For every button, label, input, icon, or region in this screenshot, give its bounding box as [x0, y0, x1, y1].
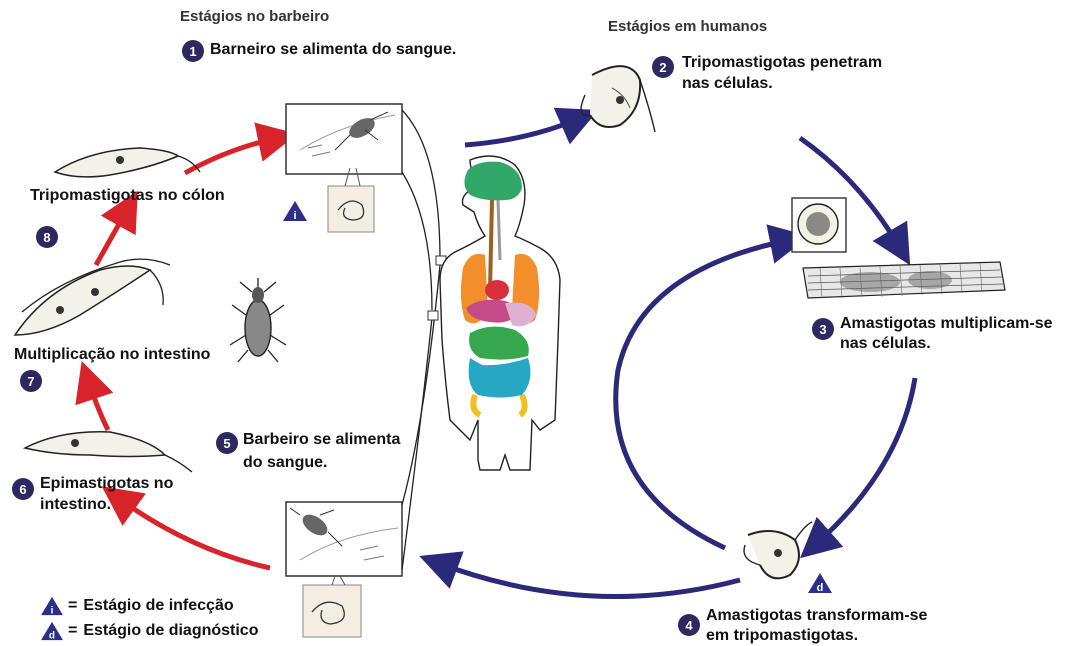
step-6-label-line1: Epimastigotas no	[40, 474, 173, 493]
legend-infection: i = Estágio de infecção	[40, 596, 234, 616]
step-1-label: Barneiro se alimenta do sangue.	[210, 40, 456, 59]
step-6-badge: 6	[12, 478, 34, 500]
step-4-label-line1: Amastigotas transformam-se	[706, 606, 927, 625]
triatomine-bug-illustration	[230, 278, 286, 362]
trypomastigote-colon-illustration	[55, 148, 200, 177]
step-8-label: Tripomastigotas no cólon	[30, 186, 225, 205]
step-2-label-line1: Tripomastigotas penetram	[682, 53, 882, 72]
step-3-label-line2: nas células.	[840, 334, 931, 353]
svg-text:i: i	[51, 605, 54, 616]
step-3-label-line1: Amastigotas multiplicam-se	[840, 314, 1053, 333]
arrow-step8-to-step1	[185, 138, 278, 173]
step-5-badge: 5	[216, 432, 238, 454]
step-2-badge: 2	[652, 56, 674, 78]
step-6-label-line2: intestino.	[40, 495, 111, 514]
human-stages-header: Estágios em humanos	[608, 18, 767, 35]
step-2-label-line2: nas células.	[682, 74, 773, 93]
step-7-label: Multiplicação no intestino	[14, 345, 210, 364]
step-4-badge: 4	[678, 614, 700, 636]
step-3-badge: 3	[812, 318, 834, 340]
step-5-label-line1: Barbeiro se alimenta	[243, 430, 400, 449]
legend-infection-equals: =	[68, 597, 77, 615]
svg-text:d: d	[49, 630, 55, 641]
muscle-tissue-illustration	[803, 262, 1005, 298]
step-7-badge: 7	[20, 370, 42, 392]
epimastigote-multiplication-illustration	[15, 259, 170, 335]
legend-diagnostic: d = Estágio de diagnóstico	[40, 621, 258, 641]
human-figure-illustration	[440, 156, 560, 470]
diagnostic-stage-marker-icon: d	[807, 572, 833, 594]
legend-diagnostic-icon: d	[40, 621, 64, 641]
legend-diagnostic-label: Estágio de diagnóstico	[83, 622, 258, 640]
infection-marker-letter: i	[293, 210, 296, 222]
trypomastigote-step4-illustration	[744, 522, 812, 578]
arrow-vector-to-human	[465, 118, 580, 145]
infection-stage-marker-icon: i	[282, 200, 308, 222]
arrow-step5-to-step6	[118, 498, 270, 568]
arrow-step7-to-step8	[96, 208, 128, 265]
step-5-label-line2: do sangue.	[243, 453, 327, 472]
epimastigote-intestine-illustration	[25, 432, 192, 472]
legend-diagnostic-equals: =	[68, 622, 77, 640]
arrow-step4-to-step5	[438, 563, 740, 596]
vector-stages-header: Estágios no barbeiro	[180, 8, 329, 25]
trypomastigote-step2-illustration	[581, 66, 655, 132]
arrow-step3-to-step4	[815, 378, 915, 545]
vector-bite-illustration-bottom	[286, 502, 402, 637]
infected-cell-illustration	[792, 198, 846, 252]
step-1-badge: 1	[182, 40, 204, 62]
arrow-step6-to-step7	[88, 380, 108, 430]
legend-infection-icon: i	[40, 596, 64, 616]
step-8-badge: 8	[36, 226, 58, 248]
diagnostic-marker-letter: d	[817, 582, 824, 594]
legend-infection-label: Estágio de infecção	[83, 597, 233, 615]
step-4-label-line2: em tripomastigotas.	[706, 626, 858, 645]
arrow-inner-loop	[616, 240, 790, 548]
